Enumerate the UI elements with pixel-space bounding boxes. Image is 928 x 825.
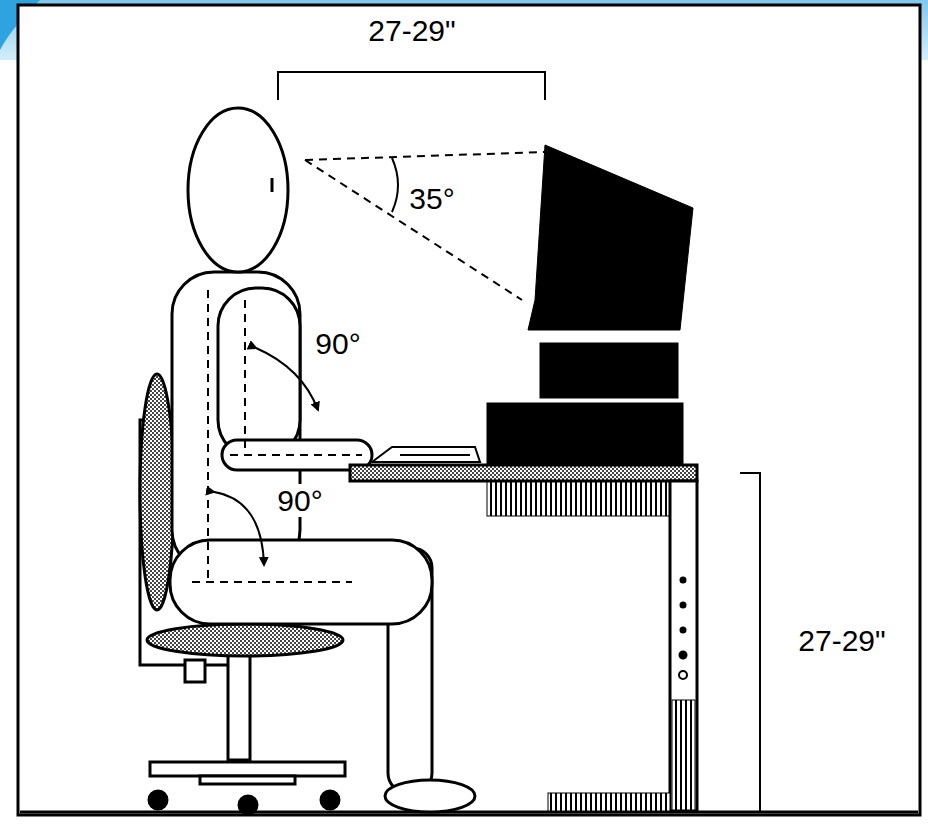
angle-label: 90°: [312, 327, 363, 360]
thigh: [170, 540, 432, 624]
dimension-bracket: [278, 72, 545, 100]
frame: [18, 5, 920, 815]
floor-line: [20, 811, 918, 814]
angle-label: 35°: [406, 182, 457, 215]
foot: [385, 780, 475, 812]
dimension-label: 27-29": [365, 14, 458, 47]
head: [188, 108, 288, 272]
dimension-bracket: [740, 473, 760, 812]
desk: [350, 465, 697, 811]
torso: [172, 272, 300, 572]
dimension-label: 27-29": [795, 624, 888, 657]
keyboard: [372, 447, 480, 462]
computer-monitor: [487, 145, 693, 465]
angle-arc: [214, 492, 264, 565]
eye: [271, 178, 274, 192]
angle-arc: [256, 348, 318, 410]
angle-arc: [392, 158, 398, 212]
upper-arm: [218, 288, 300, 458]
angle-label: 90°: [274, 484, 325, 517]
sight-line: [305, 152, 545, 300]
